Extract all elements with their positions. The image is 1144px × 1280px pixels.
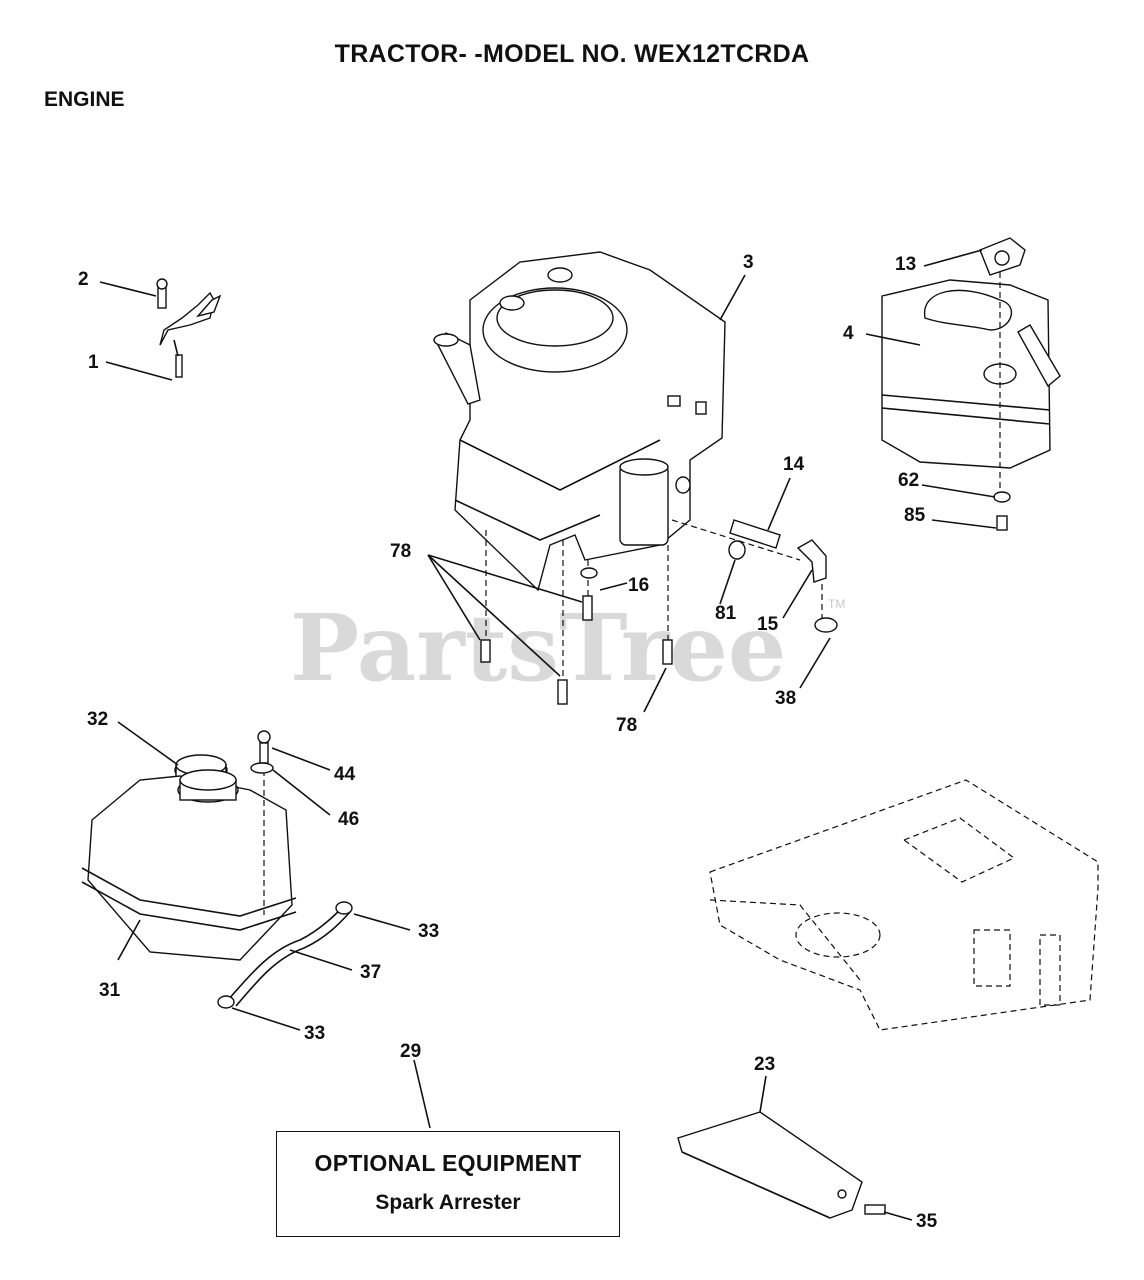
callout-16: 16 [628,575,649,596]
watermark-tm: TM [828,597,845,611]
callout-32: 32 [87,709,108,730]
tractor-frame-part [709,779,1099,1031]
optional-equipment-title: OPTIONAL EQUIPMENT [314,1150,582,1176]
callout-46: 46 [338,809,359,830]
section-label: ENGINE [44,88,125,111]
fuel-fittings-part [671,519,838,633]
optional-equipment-subtitle: Spark Arrester [375,1191,521,1214]
callout-44: 44 [334,764,356,785]
callout-33-upper: 33 [418,921,439,942]
callout-37: 37 [360,962,381,983]
fuel-line-part [217,901,353,1009]
callout-3: 3 [743,252,754,273]
callout-1: 1 [88,352,99,373]
diagram-title: TRACTOR- -MODEL NO. WEX12TCRDA [334,40,810,68]
callout-23: 23 [754,1054,775,1075]
engine-part [433,251,726,592]
callout-38: 38 [775,688,796,709]
leader-lines [99,249,997,1221]
callout-13: 13 [895,254,916,275]
callout-14: 14 [783,454,805,475]
callout-2: 2 [78,269,89,290]
engine-fasteners-part [480,530,673,705]
callout-29: 29 [400,1041,421,1062]
callout-35: 35 [916,1211,938,1232]
callout-62: 62 [898,470,919,491]
fuel-tank-part [81,730,297,961]
muffler-part [881,237,1061,531]
callout-85: 85 [904,505,926,526]
throttle-control-part [156,278,222,378]
callout-78-lower: 78 [616,715,637,736]
callout-78-upper: 78 [390,541,411,562]
callout-31: 31 [99,980,121,1001]
optional-equipment-box: OPTIONAL EQUIPMENT Spark Arrester [276,1131,620,1237]
watermark-text: PartsTree [290,594,786,702]
heat-shield-part [677,1111,886,1219]
callout-4: 4 [843,323,854,344]
callout-15: 15 [757,614,779,635]
callout-33-lower: 33 [304,1023,325,1044]
callout-81: 81 [715,603,737,624]
